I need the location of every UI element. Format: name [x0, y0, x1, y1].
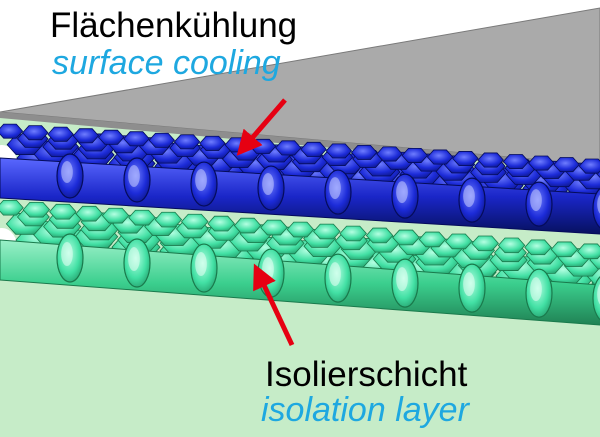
isolation-cell — [550, 241, 579, 258]
isolation-tube-opening-highlight — [396, 267, 408, 292]
cooling-cell — [502, 154, 530, 170]
isolation-cell — [497, 237, 526, 254]
cooling-tube-opening-highlight — [61, 161, 73, 183]
cooling-cell — [578, 158, 600, 174]
isolation-cell — [49, 203, 77, 220]
cooling-tube-opening-highlight — [329, 177, 341, 200]
cooling-cell — [22, 125, 49, 141]
cooling-cell — [401, 148, 428, 163]
cooling-tube-opening-highlight — [262, 173, 274, 196]
cooling-cell — [300, 141, 327, 157]
cooling-cell — [351, 144, 378, 160]
cooling-tube-opening-highlight — [128, 165, 140, 188]
isolation-layer-label-en: isolation layer — [261, 391, 469, 429]
arrow-to-cooling — [236, 98, 287, 156]
isolation-cell — [22, 201, 51, 218]
isolation-cell — [365, 227, 394, 244]
isolation-cell — [154, 211, 183, 228]
cooling-cell — [477, 152, 504, 168]
isolation-layer-label-de: Isolierschicht — [265, 355, 468, 394]
isolation-tube-opening-highlight — [61, 242, 73, 266]
cooling-cell — [148, 132, 175, 148]
isolation-cell — [286, 221, 315, 238]
isolation-tube-opening-highlight — [128, 247, 140, 272]
isolation-cell — [128, 209, 156, 226]
cooling-cell — [0, 123, 24, 139]
arrow-to-isolation — [253, 263, 295, 347]
isolation-tube-opening-highlight — [597, 283, 600, 305]
isolation-cell — [471, 235, 499, 252]
isolation-tube-opening-highlight — [262, 257, 274, 282]
isolation-cell — [418, 231, 447, 248]
cooling-cell — [123, 131, 150, 147]
isolation-cell — [524, 239, 552, 256]
surface-cooling-label-en: surface cooling — [52, 44, 281, 82]
cooling-cell — [553, 157, 580, 173]
isolation-tube-opening-highlight — [530, 277, 542, 302]
isolation-tube-opening-highlight — [329, 262, 341, 287]
cooling-cell — [47, 126, 74, 142]
cooling-cell — [275, 140, 302, 156]
isolation-cell — [313, 223, 341, 240]
cooling-cell — [376, 146, 403, 162]
isolation-cell — [0, 199, 24, 216]
isolation-cell — [339, 225, 367, 242]
cooling-cell — [426, 149, 454, 165]
isolation-cell — [181, 213, 209, 230]
isolation-cell — [392, 229, 420, 246]
isolation-tube-opening-highlight — [463, 272, 475, 297]
isolation-cell — [75, 205, 103, 222]
cooling-cell — [325, 143, 353, 159]
cooling-cell — [452, 151, 479, 167]
cooling-tube-opening-highlight — [396, 181, 408, 204]
cooling-cell — [173, 134, 201, 150]
isolation-layer — [0, 199, 600, 326]
cooling-cell — [72, 128, 100, 144]
cooling-cell — [199, 135, 226, 151]
cooling-cell — [528, 155, 555, 171]
cooling-tube-opening-highlight — [597, 194, 600, 214]
cooling-tube-opening-highlight — [195, 169, 207, 192]
cooling-tube-opening-highlight — [463, 185, 475, 208]
isolation-cell — [445, 233, 473, 250]
cooling-tube-opening-highlight — [530, 189, 542, 212]
isolation-cell — [207, 215, 235, 232]
isolation-cell — [260, 219, 288, 236]
cooling-cell — [98, 129, 125, 145]
isolation-tube-opening-highlight — [195, 252, 207, 277]
isolation-cell — [101, 207, 130, 224]
isolation-cell — [577, 243, 600, 260]
isolation-cell — [233, 217, 262, 234]
surface-cooling-label-de: Flächenkühlung — [50, 6, 298, 45]
